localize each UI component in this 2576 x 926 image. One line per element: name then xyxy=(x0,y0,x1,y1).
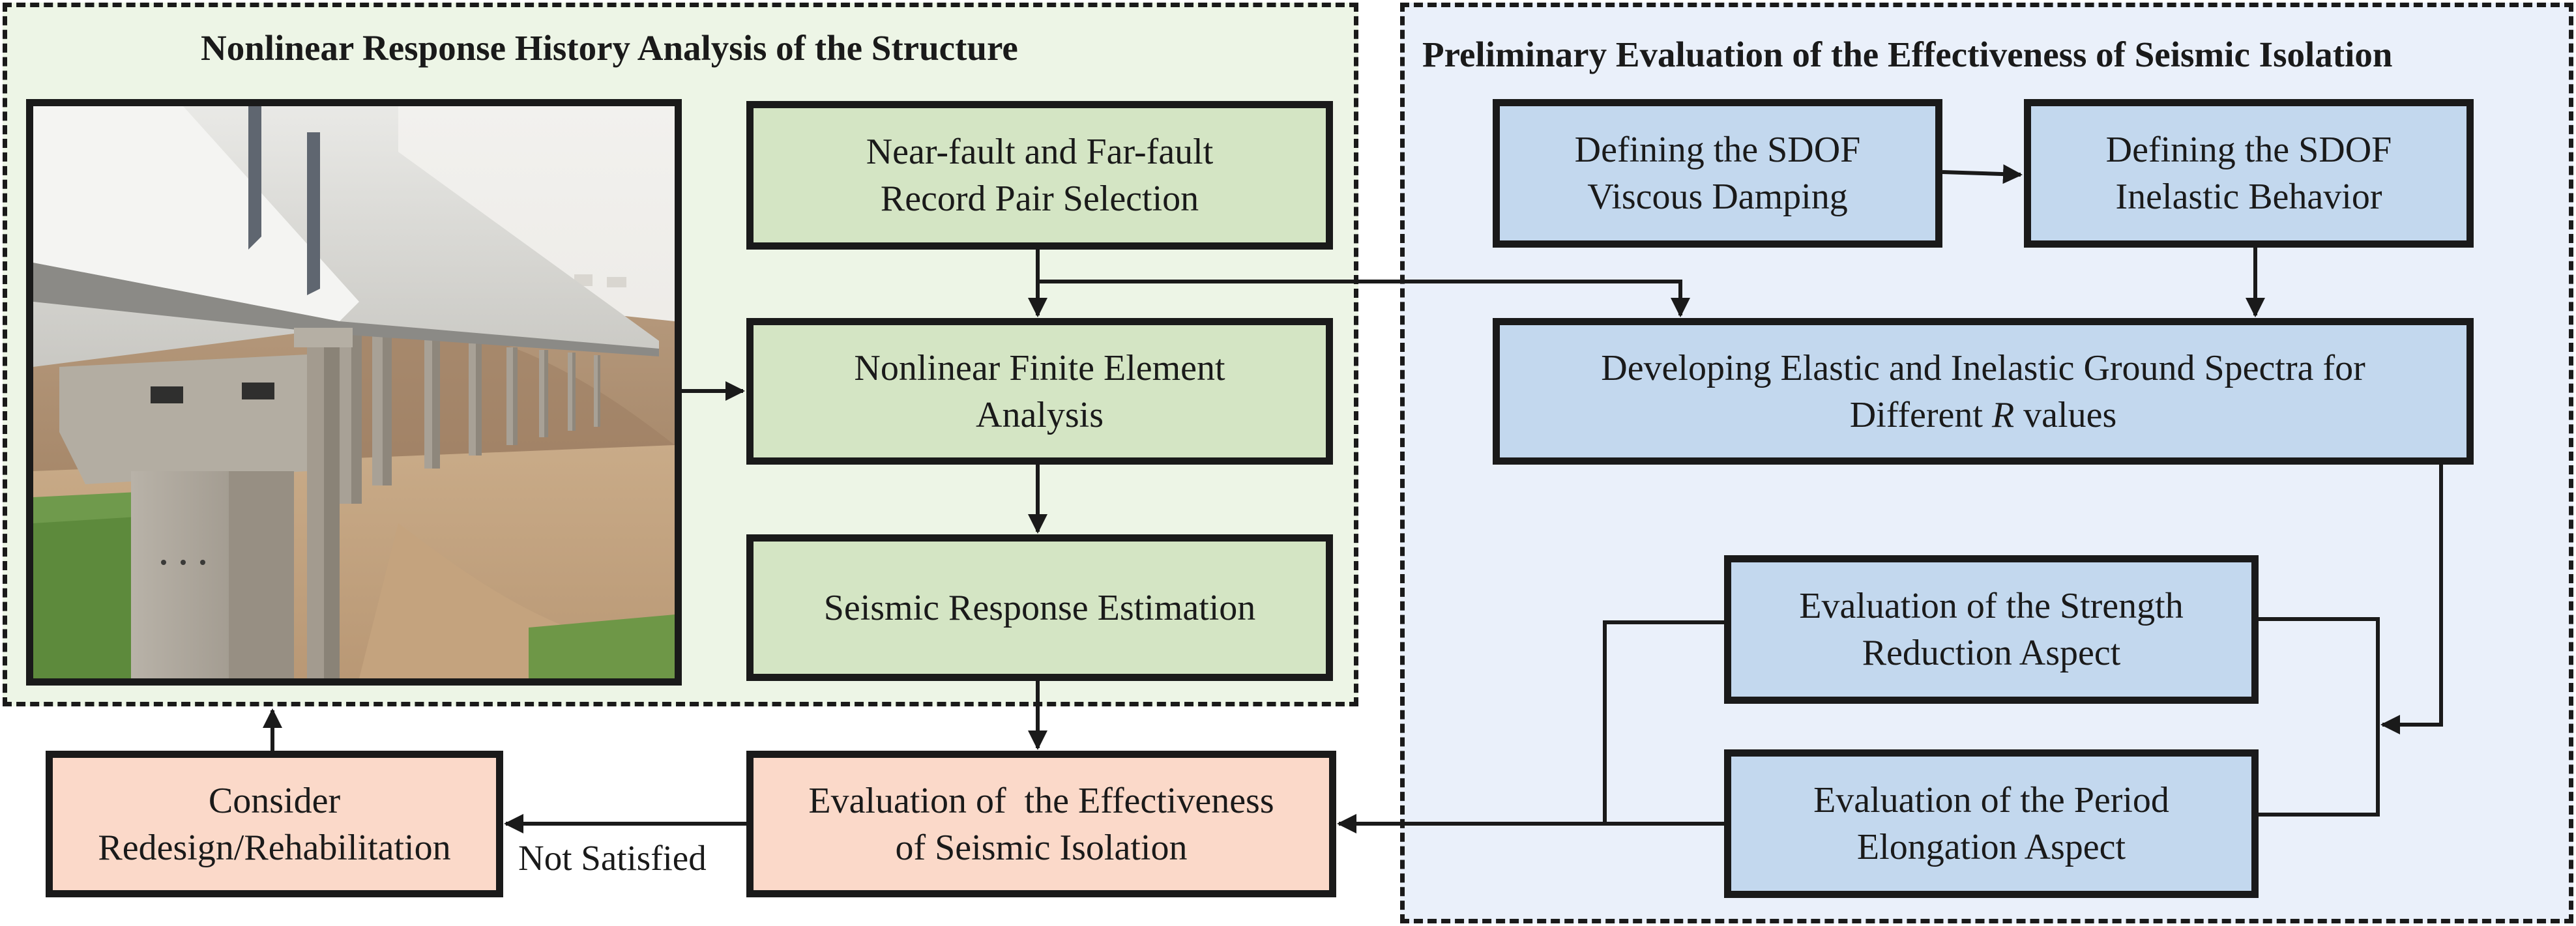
not-satisfied-label: Not Satisfied xyxy=(518,838,707,878)
period-elongation-box: Evaluation of the Period Elongation Aspe… xyxy=(1724,749,2259,898)
bridge-photo-image xyxy=(33,106,675,678)
strength-reduction-line1: Evaluation of the Strength xyxy=(1799,586,2184,626)
seismic-response-estimation-box: Seismic Response Estimation xyxy=(746,534,1333,681)
ground-spectra-word-values: values xyxy=(2023,394,2117,435)
redesign-line2: Redesign/Rehabilitation xyxy=(98,827,451,868)
record-pair-selection-line2: Record Pair Selection xyxy=(880,179,1199,219)
finite-element-analysis-box: Nonlinear Finite Element Analysis xyxy=(746,318,1333,465)
period-elongation-line1: Evaluation of the Period xyxy=(1813,780,2169,820)
viscous-damping-line1: Defining the SDOF xyxy=(1574,130,1861,170)
ground-spectra-word-different: Different xyxy=(1849,394,1983,435)
right-panel-title: Preliminary Evaluation of the Effectiven… xyxy=(1422,35,2393,74)
arrow-spectra-to-aspects xyxy=(2380,465,2443,734)
line-strength-left xyxy=(1603,620,1724,822)
effectiveness-evaluation-line1: Evaluation of the Effectiveness xyxy=(808,780,1274,821)
period-elongation-line2: Elongation Aspect xyxy=(1856,827,2126,867)
redesign-box: Consider Redesign/Rehabilitation xyxy=(46,751,503,897)
strength-reduction-line2: Reduction Aspect xyxy=(1862,633,2121,673)
ground-spectra-box: Developing Elastic and Inelastic Ground … xyxy=(1493,318,2474,465)
bridge-photo xyxy=(26,99,682,686)
ground-spectra-line2: Different R values xyxy=(1850,392,2116,439)
inelastic-behavior-line1: Defining the SDOF xyxy=(2105,130,2392,170)
effectiveness-evaluation-box: Evaluation of the Effectiveness of Seism… xyxy=(746,751,1336,897)
viscous-damping-line2: Viscous Damping xyxy=(1587,177,1848,217)
inelastic-behavior-line2: Inelastic Behavior xyxy=(2115,177,2382,217)
line-strength-right xyxy=(2259,617,2380,817)
arrow-damping-to-inelastic xyxy=(1942,164,2023,184)
record-pair-selection-box: Near-fault and Far-fault Record Pair Sel… xyxy=(746,101,1333,250)
ground-spectra-line1: Developing Elastic and Inelastic Ground … xyxy=(1601,347,2365,388)
effectiveness-evaluation-line2: of Seismic Isolation xyxy=(895,827,1188,868)
ground-spectra-symbol-r: R xyxy=(1991,394,2015,435)
seismic-response-estimation-line1: Seismic Response Estimation xyxy=(823,587,1256,628)
finite-element-analysis-line2: Analysis xyxy=(976,394,1104,435)
record-pair-selection-line1: Near-fault and Far-fault xyxy=(866,132,1214,172)
redesign-line1: Consider xyxy=(208,780,341,821)
arrow-selection-to-spectra xyxy=(1038,280,1690,317)
left-panel-title: Nonlinear Response History Analysis of t… xyxy=(201,28,1018,68)
strength-reduction-box: Evaluation of the Strength Reduction Asp… xyxy=(1724,555,2259,704)
viscous-damping-box: Defining the SDOF Viscous Damping xyxy=(1493,99,1942,248)
finite-element-analysis-line1: Nonlinear Finite Element xyxy=(854,347,1225,388)
inelastic-behavior-box: Defining the SDOF Inelastic Behavior xyxy=(2024,99,2474,248)
